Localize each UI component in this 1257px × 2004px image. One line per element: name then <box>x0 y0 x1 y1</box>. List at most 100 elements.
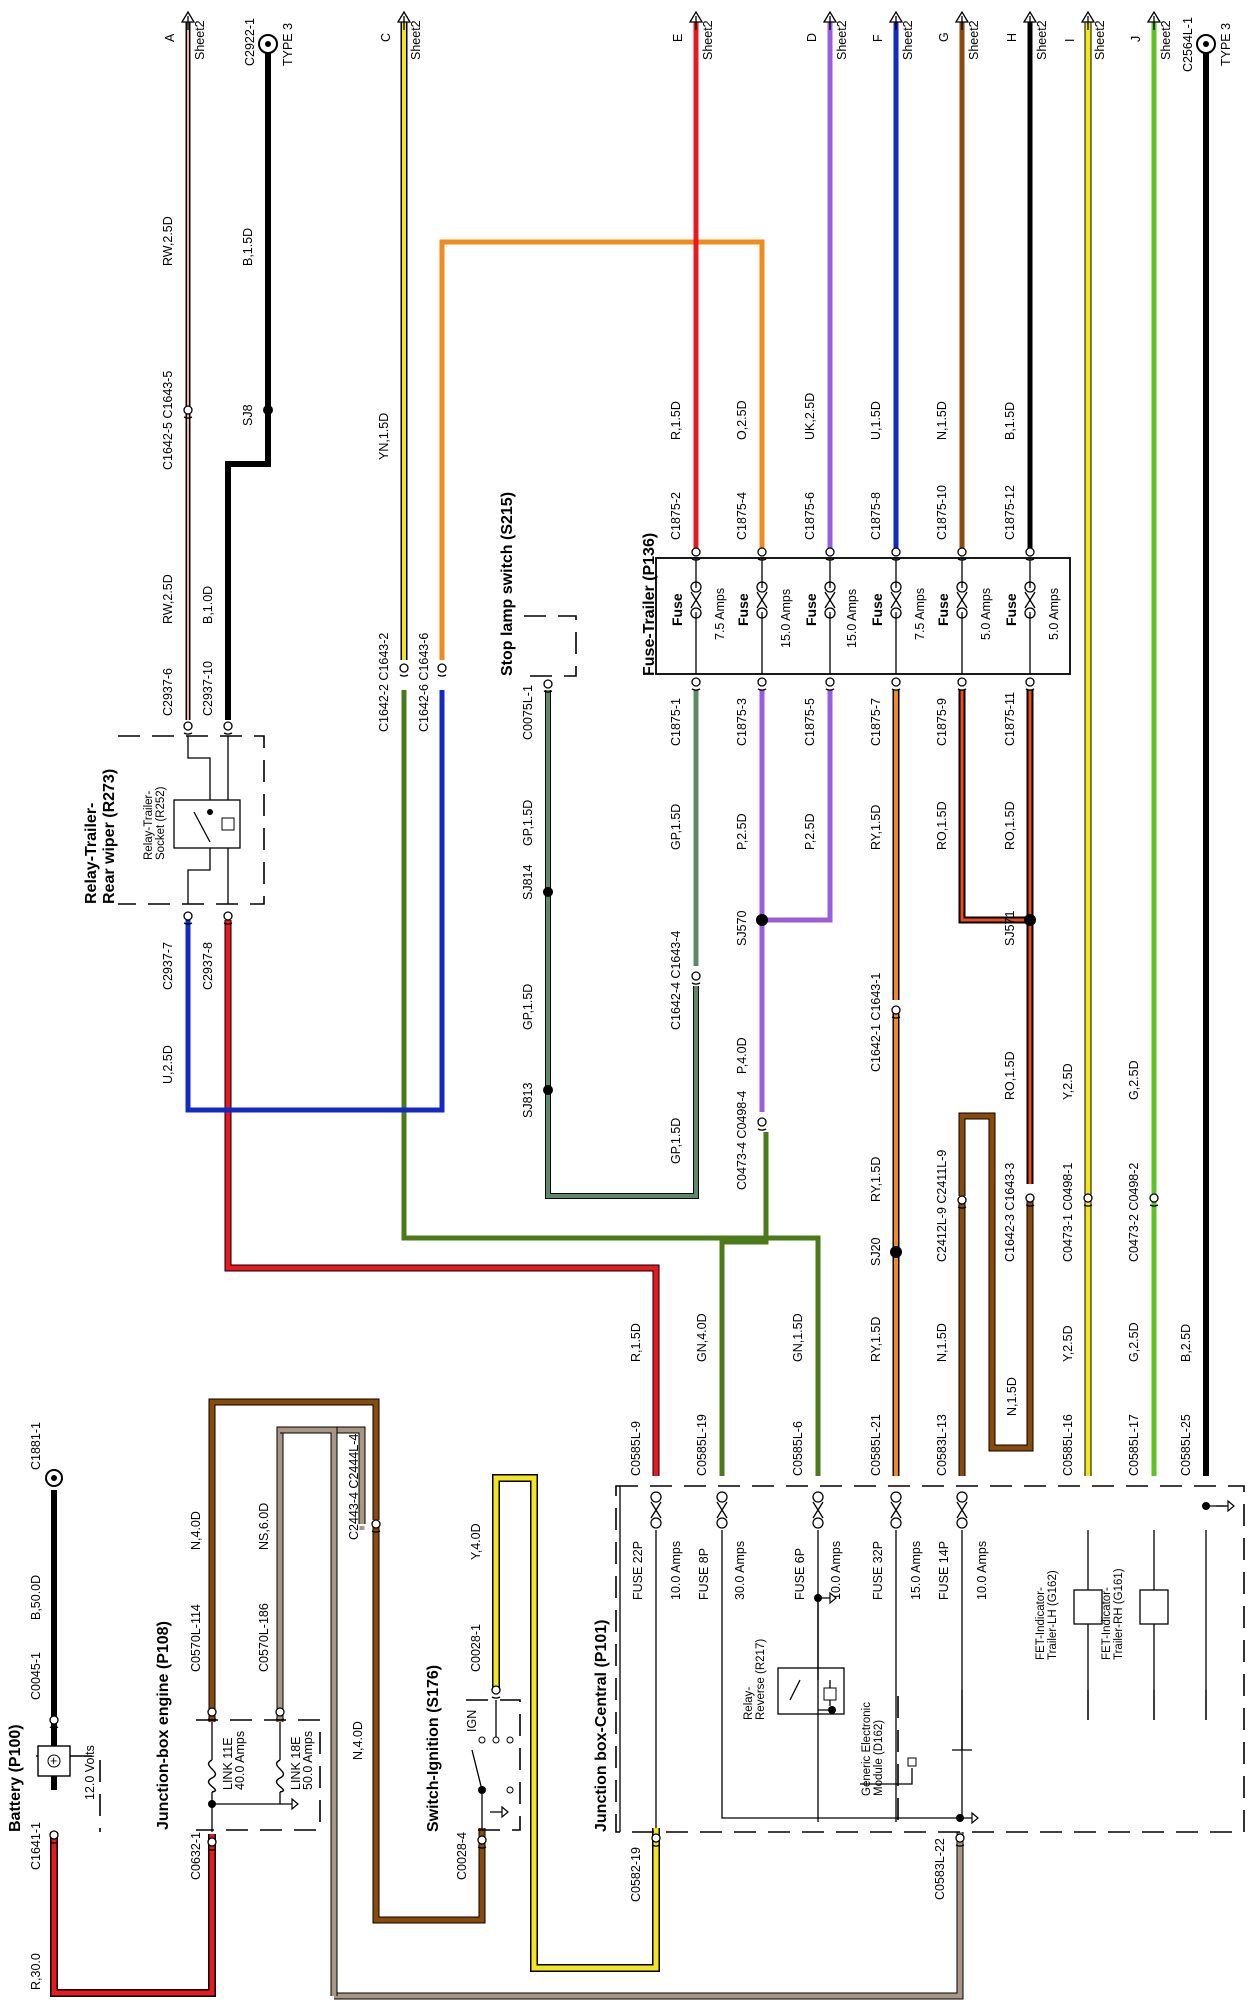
svg-text:C1642-6 C1643-6: C1642-6 C1643-6 <box>417 633 431 732</box>
svg-text:FUSE 22P: FUSE 22P <box>631 1541 645 1600</box>
top-left-references: A Sheet2 C2922-1 TYPE 3 RW,2.5D B,1.5D C… <box>161 11 447 732</box>
svg-text:Fuse: Fuse <box>735 593 751 626</box>
svg-text:C0585L-9: C0585L-9 <box>629 1421 643 1476</box>
svg-text:C2412L-9 C2411L-9: C2412L-9 C2411L-9 <box>935 1150 949 1262</box>
svg-text:UK,2.5D: UK,2.5D <box>803 393 817 440</box>
battery-p100: Battery (P100) + 12.0 Volts R,30.0 C1641… <box>7 1422 101 1990</box>
svg-text:C1881-1: C1881-1 <box>29 1422 43 1470</box>
svg-text:Sheet2: Sheet2 <box>835 20 849 60</box>
svg-text:C1642-3 C1643-3: C1642-3 C1643-3 <box>1003 1163 1017 1262</box>
svg-text:C1642-5 C1643-5: C1642-5 C1643-5 <box>161 371 175 470</box>
svg-text:C0570L-114: C0570L-114 <box>189 1604 203 1672</box>
svg-text:SJ8: SJ8 <box>241 404 255 426</box>
svg-text:Sheet2: Sheet2 <box>1035 20 1049 60</box>
trailer-fuses <box>690 547 1036 691</box>
svg-text:P,4.0D: P,4.0D <box>735 1037 749 1074</box>
svg-text:C0075L-1: C0075L-1 <box>521 685 535 740</box>
svg-text:U,1.5D: U,1.5D <box>869 401 883 440</box>
svg-text:10.0 Amps: 10.0 Amps <box>829 1541 843 1600</box>
fuse-trailer-p136: Fuse-Trailer (P136) Fuse 7.5 Amps Fuse <box>641 393 1159 1266</box>
svg-text:C1875-3: C1875-3 <box>735 698 749 746</box>
svg-text:TYPE 3: TYPE 3 <box>1219 23 1233 66</box>
svg-text:C0570L-186: C0570L-186 <box>257 1603 271 1672</box>
svg-text:TYPE 3: TYPE 3 <box>281 23 295 66</box>
svg-text:Fuse: Fuse <box>869 593 885 626</box>
svg-text:G,2.5D: G,2.5D <box>1127 1322 1141 1362</box>
svg-text:IGN: IGN <box>465 1710 479 1732</box>
wire-gn4 <box>719 1132 769 1476</box>
svg-text:Relay-: Relay- <box>743 1687 755 1720</box>
svg-text:U,2.5D: U,2.5D <box>161 1045 175 1084</box>
svg-text:Y,2.5D: Y,2.5D <box>1061 1063 1075 1100</box>
svg-text:15.0 Amps: 15.0 Amps <box>845 589 859 648</box>
svg-text:C0028-4: C0028-4 <box>455 1832 469 1880</box>
svg-text:C2922-1: C2922-1 <box>243 18 257 66</box>
svg-text:B,1.0D: B,1.0D <box>201 586 215 624</box>
battery-volts: 12.0 Volts <box>83 1745 97 1800</box>
svg-text:Y,4.0D: Y,4.0D <box>469 1523 483 1560</box>
svg-text:C1641-1: C1641-1 <box>29 1822 43 1870</box>
svg-text:P,2.5D: P,2.5D <box>803 813 817 850</box>
svg-text:C2443-4 C2444L-4: C2443-4 C2444L-4 <box>347 1434 361 1540</box>
svg-text:C0585L-19: C0585L-19 <box>695 1414 709 1476</box>
svg-text:C2937-10: C2937-10 <box>201 661 215 716</box>
svg-text:B,1.5D: B,1.5D <box>241 228 255 266</box>
svg-text:Sheet2: Sheet2 <box>901 20 915 60</box>
svg-text:C0582-19: C0582-19 <box>629 1847 643 1902</box>
svg-text:50.0 Amps: 50.0 Amps <box>301 1731 315 1790</box>
svg-text:C2937-8: C2937-8 <box>201 942 215 990</box>
svg-text:F: F <box>871 34 885 42</box>
svg-text:SJ20: SJ20 <box>869 1237 883 1266</box>
svg-text:C1875-8: C1875-8 <box>869 492 883 540</box>
svg-text:Reverse (R217): Reverse (R217) <box>755 1639 767 1720</box>
svg-text:C0585L-25: C0585L-25 <box>1179 1414 1193 1476</box>
svg-text:Y,2.5D: Y,2.5D <box>1061 1325 1075 1362</box>
svg-text:C1875-5: C1875-5 <box>803 698 817 746</box>
svg-text:C0583L-22: C0583L-22 <box>933 1838 947 1900</box>
svg-text:C0632-1: C0632-1 <box>189 1832 203 1880</box>
svg-text:FUSE 8P: FUSE 8P <box>697 1548 711 1600</box>
svg-text:C0473-2 C0498-2: C0473-2 C0498-2 <box>1127 1163 1141 1262</box>
svg-text:Trailer-LH (G162): Trailer-LH (G162) <box>1047 1570 1059 1660</box>
svg-text:R,1.5D: R,1.5D <box>629 1323 643 1362</box>
svg-text:10.0 Amps: 10.0 Amps <box>975 1541 989 1600</box>
svg-text:GP,1.5D: GP,1.5D <box>521 800 535 846</box>
svg-text:GN,4.0D: GN,4.0D <box>695 1313 709 1362</box>
svg-text:N,4.0D: N,4.0D <box>351 1721 365 1760</box>
svg-text:Relay-Trailer-: Relay-Trailer- <box>83 803 100 904</box>
svg-text:Fuse: Fuse <box>1003 593 1019 626</box>
svg-text:C1642-2 C1643-2: C1642-2 C1643-2 <box>377 633 391 732</box>
svg-text:RW,2.5D: RW,2.5D <box>161 216 175 266</box>
svg-text:Socket (R252): Socket (R252) <box>155 786 167 860</box>
stop-lamp-switch-s215: Stop lamp switch (S215) C0075L-1 SJ814 G… <box>499 492 577 1118</box>
svg-text:N,1.5D: N,1.5D <box>935 1323 949 1362</box>
svg-text:Sheet2: Sheet2 <box>409 20 423 60</box>
wire-u <box>185 690 445 1113</box>
svg-text:FUSE 32P: FUSE 32P <box>871 1541 885 1600</box>
svg-text:C2937-6: C2937-6 <box>161 668 175 716</box>
wire-n1-5 <box>958 1112 1034 1476</box>
svg-text:RY,1.5D: RY,1.5D <box>869 805 883 850</box>
svg-text:Stop lamp switch (S215): Stop lamp switch (S215) <box>499 492 516 676</box>
svg-text:D: D <box>805 33 819 42</box>
svg-text:Fuse: Fuse <box>803 593 819 626</box>
svg-text:B,1.5D: B,1.5D <box>1003 402 1017 440</box>
svg-text:C0585L-21: C0585L-21 <box>869 1414 883 1476</box>
battery-title: Battery (P100) <box>7 1724 24 1832</box>
svg-text:FET-Indicator-: FET-Indicator- <box>1035 1587 1047 1660</box>
wire-p2-5 <box>762 690 833 923</box>
wire-ro <box>958 690 1034 1184</box>
svg-text:B,50.0D: B,50.0D <box>29 1575 43 1620</box>
svg-text:7.5 Amps: 7.5 Amps <box>713 588 727 640</box>
svg-text:RO,1.5D: RO,1.5D <box>1003 1051 1017 1100</box>
svg-text:C: C <box>379 33 393 42</box>
wire-gn1-5 <box>401 690 821 1476</box>
svg-text:C0473-1 C0498-1: C0473-1 C0498-1 <box>1061 1163 1075 1262</box>
svg-text:C0585L-17: C0585L-17 <box>1127 1414 1141 1476</box>
svg-text:Junction box-Central (P101): Junction box-Central (P101) <box>593 1620 610 1832</box>
svg-text:O,2.5D: O,2.5D <box>735 400 749 440</box>
svg-text:C1875-12: C1875-12 <box>1003 485 1017 540</box>
wires <box>50 16 1209 2000</box>
svg-text:RY,1.5D: RY,1.5D <box>869 1157 883 1202</box>
